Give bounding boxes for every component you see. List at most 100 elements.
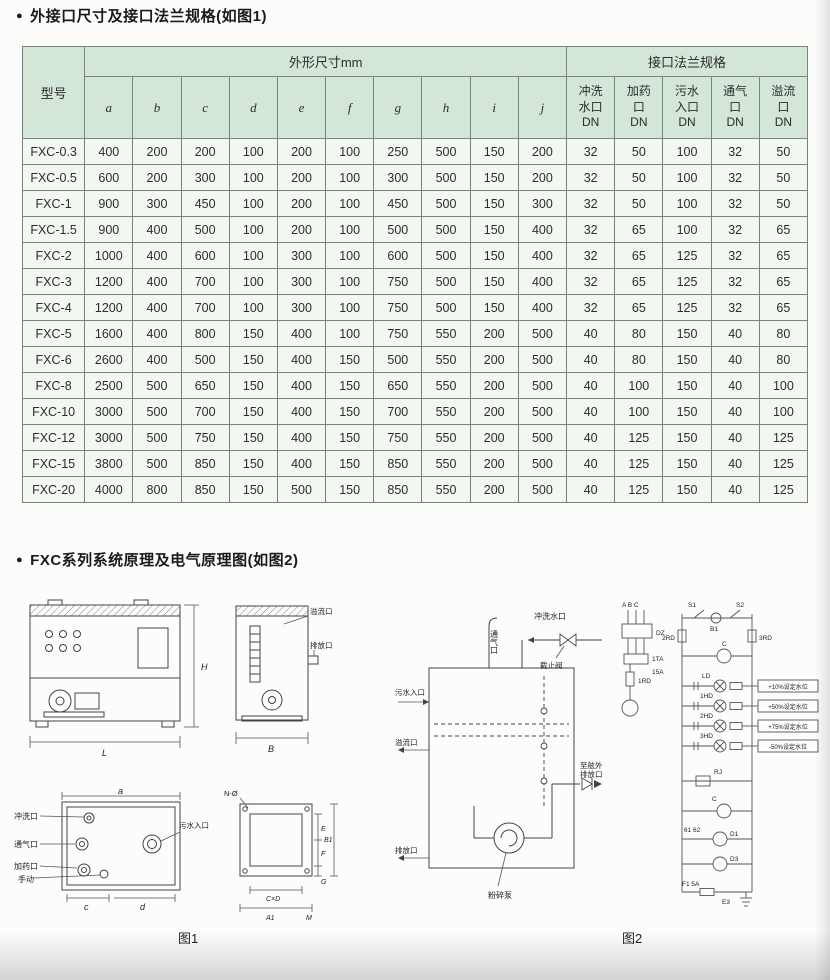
model-cell: FXC-3 bbox=[21, 268, 86, 295]
value-cell: 400 bbox=[132, 320, 182, 347]
contactor-c-label: C bbox=[722, 641, 727, 648]
setpoint-label-2: +50%设定水位 bbox=[768, 703, 808, 711]
value-cell: 850 bbox=[373, 450, 423, 477]
header-dim-c: c bbox=[180, 76, 230, 139]
value-cell: 550 bbox=[421, 372, 471, 399]
dim-e-label: E bbox=[321, 826, 326, 833]
model-cell: FXC-6 bbox=[21, 346, 86, 373]
switch-s1-label: S1 bbox=[688, 602, 696, 609]
section2-title: FXC系列系统原理及电气原理图(如图2) bbox=[30, 552, 299, 569]
value-cell: 500 bbox=[180, 346, 230, 373]
value-cell: 700 bbox=[180, 294, 230, 321]
setpoint-label-3: +75%设定水位 bbox=[768, 723, 808, 731]
value-cell: 40 bbox=[710, 398, 760, 425]
bullet-icon: ● bbox=[16, 10, 24, 22]
value-cell: 150 bbox=[469, 190, 519, 217]
switch-s2-label: S2 bbox=[736, 602, 744, 609]
value-cell: 200 bbox=[469, 450, 519, 477]
value-cell: 300 bbox=[276, 294, 327, 321]
value-cell: 600 bbox=[373, 242, 423, 269]
overflow-port-label: 溢流口 bbox=[310, 606, 333, 616]
value-cell: 400 bbox=[276, 320, 327, 347]
value-cell: 32 bbox=[566, 164, 616, 191]
dim-h-label: H bbox=[201, 662, 208, 672]
breaker-dz-label: DZ bbox=[656, 630, 665, 637]
value-cell: 125 bbox=[662, 242, 712, 269]
value-cell: 100 bbox=[325, 190, 375, 217]
value-cell: 750 bbox=[373, 424, 423, 451]
header-dim-e: e bbox=[276, 76, 327, 139]
header-dim-j: j bbox=[517, 76, 568, 139]
value-cell: 100 bbox=[325, 164, 375, 191]
value-cell: 50 bbox=[614, 164, 664, 191]
model-cell: FXC-5 bbox=[21, 320, 86, 347]
coil-c-label: C bbox=[712, 796, 717, 803]
value-cell: 300 bbox=[180, 164, 230, 191]
drain-port-label: 排放口 bbox=[395, 845, 418, 855]
value-cell: 100 bbox=[228, 268, 278, 295]
value-cell: 500 bbox=[421, 216, 471, 243]
model-cell: FXC-4 bbox=[21, 294, 86, 321]
model-cell: FXC-1.5 bbox=[21, 216, 86, 243]
value-cell: 500 bbox=[421, 164, 471, 191]
fuse-3rd-label: 3RD bbox=[759, 635, 772, 642]
value-cell: 150 bbox=[469, 294, 519, 321]
value-cell: 32 bbox=[710, 138, 760, 165]
model-cell: FXC-10 bbox=[21, 398, 86, 425]
value-cell: 50 bbox=[758, 164, 809, 191]
setpoint-label-1: +10%设定水位 bbox=[768, 683, 808, 691]
header-dims-group: 外形尺寸mm bbox=[84, 46, 568, 77]
relay-rj-label: RJ bbox=[714, 769, 722, 776]
value-cell: 100 bbox=[228, 138, 278, 165]
phase-labels: A B C bbox=[622, 602, 639, 609]
value-cell: 65 bbox=[758, 242, 809, 269]
header-dim-h: h bbox=[421, 76, 471, 139]
value-cell: 100 bbox=[228, 242, 278, 269]
value-cell: 65 bbox=[758, 294, 809, 321]
lamp-1hd-label: 1HD bbox=[700, 693, 713, 700]
value-cell: 100 bbox=[325, 320, 375, 347]
header-model: 型号 bbox=[21, 46, 86, 139]
value-cell: 50 bbox=[758, 190, 809, 217]
value-cell: 32 bbox=[566, 190, 616, 217]
value-cell: 125 bbox=[662, 268, 712, 295]
bell-b1-label: B1 bbox=[710, 626, 718, 633]
value-cell: 600 bbox=[84, 164, 134, 191]
value-cell: 32 bbox=[710, 268, 760, 295]
value-cell: 150 bbox=[469, 242, 519, 269]
dim-a1-label: A1 bbox=[265, 915, 275, 922]
value-cell: 200 bbox=[517, 164, 568, 191]
value-cell: 800 bbox=[180, 320, 230, 347]
fig1-side-view-drawing: 溢流口 排放口 B bbox=[235, 605, 333, 754]
fuse-1rd-label: 1RD bbox=[638, 678, 651, 685]
value-cell: 500 bbox=[517, 450, 568, 477]
header-flange-inlet: 污水 入口 DN bbox=[662, 76, 712, 139]
value-cell: 550 bbox=[421, 320, 471, 347]
value-cell: 900 bbox=[84, 216, 134, 243]
value-cell: 500 bbox=[421, 242, 471, 269]
value-cell: 400 bbox=[276, 372, 327, 399]
value-cell: 750 bbox=[373, 268, 423, 295]
value-cell: 100 bbox=[325, 138, 375, 165]
value-cell: 400 bbox=[517, 294, 568, 321]
value-cell: 500 bbox=[180, 216, 230, 243]
overboard-discharge-label-line1: 至舷外 bbox=[580, 760, 603, 770]
terminal-6162-label: 61 62 bbox=[684, 827, 701, 834]
value-cell: 750 bbox=[373, 294, 423, 321]
value-cell: 125 bbox=[614, 450, 664, 477]
value-cell: 32 bbox=[710, 294, 760, 321]
value-cell: 32 bbox=[710, 216, 760, 243]
value-cell: 150 bbox=[325, 424, 375, 451]
value-cell: 500 bbox=[421, 138, 471, 165]
value-cell: 500 bbox=[132, 372, 182, 399]
sewage-inlet-label: 污水入口 bbox=[395, 687, 425, 697]
value-cell: 450 bbox=[373, 190, 423, 217]
value-cell: 32 bbox=[566, 268, 616, 295]
value-cell: 150 bbox=[228, 398, 278, 425]
value-cell: 2600 bbox=[84, 346, 134, 373]
